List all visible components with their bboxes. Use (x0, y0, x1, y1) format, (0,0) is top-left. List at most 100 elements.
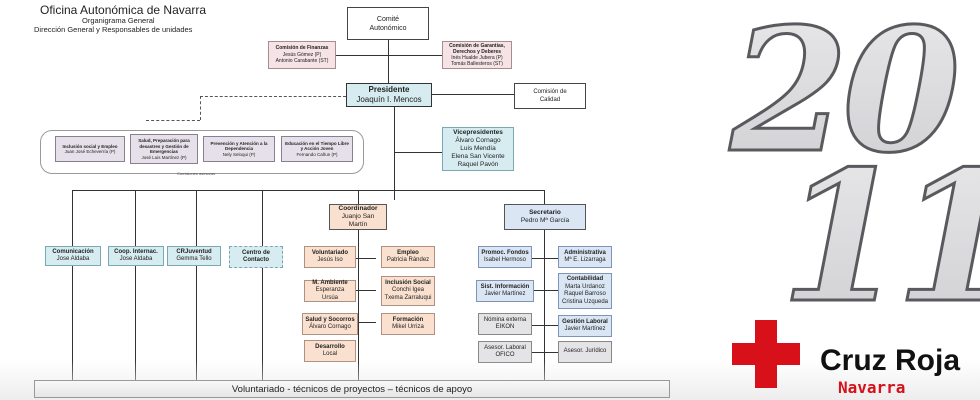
unit-title: Contacto (243, 257, 269, 263)
bottom-staff-bar: Voluntariado - técnicos de proyectos – t… (34, 380, 670, 398)
year-digits-bottom: 11 (780, 132, 980, 343)
connector (262, 190, 263, 380)
area-name: Javier Martínez (484, 291, 526, 297)
area-information-systems: Sist. Información Javier Martínez (476, 280, 534, 302)
vicepresident-name: Luis Mendía (460, 145, 496, 152)
secretary-name: Pedro Mª García (520, 217, 570, 224)
connector (394, 152, 442, 153)
external-payroll-box: Nómina externa EIKON (478, 313, 532, 335)
connector (432, 94, 514, 95)
connector (346, 290, 376, 291)
unit-title: Comunicación (52, 248, 94, 255)
area-title: Gestión Laboral (562, 318, 608, 325)
committee-line-1: Comité (376, 15, 400, 23)
vicepresident-name: Álvaro Cornago (455, 137, 501, 144)
area-name: Mª E. Lizarraga (564, 257, 606, 263)
vicepresident-name: Elena San Vicente (451, 153, 505, 160)
area-title: Formación (392, 316, 424, 323)
area-name: Esperanza Ursúa (315, 287, 345, 301)
area-name: Jesús Iso (317, 257, 343, 263)
area-employment: Empleo Patricia Rández (381, 246, 435, 268)
connector (72, 190, 73, 380)
connector (358, 230, 359, 380)
unit-contact-center: Centro de Contacto (229, 246, 283, 268)
area-accounting: Contabilidad Marta Urdanoz Raquel Barros… (558, 273, 612, 309)
connector (346, 322, 376, 323)
finance-committee-member: Antonio Carabante (ST) (275, 58, 329, 65)
committee-line-2: Autonómico (369, 24, 407, 32)
finance-committee-member: Jesús Gómez (P) (282, 51, 322, 58)
advisory-committee-health: Salud, Preparación para desastres y Gest… (130, 134, 198, 164)
area-name: Conchi Igea (391, 287, 425, 294)
area-title: Salud y Socorros (305, 316, 355, 323)
connector (394, 107, 395, 200)
brand-panel: 20 11 Cruz Roja Navarra (728, 0, 980, 397)
connector (532, 258, 558, 259)
unit-international-cooperation: Coop. Internac. Jose Aldaba (108, 246, 164, 266)
unit-title: CRJuventud (176, 248, 212, 255)
advisory-committee-title: Prevención y Atención a la Dependencia (210, 140, 268, 152)
connector (135, 190, 136, 380)
area-title: Inclusión Social (385, 279, 431, 286)
area-health-rescue: Salud y Socorros Álvaro Cornago (302, 313, 358, 335)
area-title: Contabilidad (566, 276, 604, 282)
guarantees-committee-title: Comisión de Garantías, Derechos y Debere… (449, 43, 505, 55)
area-name: EIKON (495, 324, 515, 330)
area-name: Mikel Urriza (392, 324, 424, 330)
area-title: Sist. Información (480, 283, 530, 290)
committee-box: Comité Autonómico (347, 7, 429, 40)
area-title: M. Ambiente (312, 279, 348, 286)
president-box: Presidente Joaquín I. Mencos (346, 83, 432, 107)
area-title: Voluntariado (311, 249, 349, 256)
unit-youth: CRJuventud Gemma Tello (167, 246, 221, 266)
unit-name: Jose Aldaba (119, 256, 153, 262)
connector (544, 190, 545, 204)
vicepresidents-box: Vicepresidentes Álvaro Cornago Luis Mend… (442, 127, 514, 171)
area-title: Asesor. Jurídico (563, 348, 607, 355)
chart-subtitle: Organigrama General (82, 16, 155, 25)
year-digits-top: 20 (729, 0, 959, 191)
area-local-development: Desarrollo Local (304, 340, 356, 362)
area-title: Administrativa (564, 249, 606, 256)
area-environment: M. Ambiente Esperanza Ursúa (304, 280, 356, 302)
coordinator-name: Juanjo San Martín (341, 213, 375, 228)
coordinator-title: Coordinador (338, 205, 378, 212)
advisory-committee-education: Educación en el Tiempo Libre y Acción Jo… (281, 136, 353, 162)
advisory-committee-title: Salud, Preparación para desastres y Gest… (138, 138, 190, 154)
connector (532, 352, 558, 353)
connector (358, 190, 359, 204)
connector (388, 40, 389, 83)
area-name: Álvaro Cornago (309, 324, 351, 330)
advisory-committee-dependency: Prevención y Atención a la Dependencia N… (203, 136, 275, 162)
quality-committee-box: Comisión de Calidad (514, 83, 586, 109)
advisory-committee-title: Inclusión social y Empleo (62, 143, 118, 149)
advisory-committee-person: Juan José Echeverría (P) (64, 149, 116, 154)
area-name: Cristina Uzqueda (561, 298, 609, 305)
secretary-title: Secretario (529, 209, 561, 216)
brand-name: Cruz Roja (820, 344, 960, 377)
area-name: Javier Martínez (564, 326, 606, 332)
area-name: Txema Zarraluqui (384, 294, 432, 301)
finance-committee-box: Comisión de Finanzas Jesús Gómez (P) Ant… (268, 41, 336, 69)
area-name: Raquel Barroso (564, 291, 606, 297)
area-social-inclusion: Inclusión Social Conchi Igea Txema Zarra… (381, 276, 435, 306)
area-name: Patricia Rández (386, 257, 430, 263)
dashed-connector (200, 96, 201, 120)
advisory-committees-group (40, 130, 364, 174)
brand-region: Navarra (838, 378, 905, 397)
dashed-connector (200, 96, 346, 97)
advisory-committee-person: Fernando Cañun (P) (296, 151, 338, 157)
coordinator-box: Coordinador Juanjo San Martín (329, 204, 387, 230)
vicepresident-name: Raquel Pavón (457, 161, 499, 168)
guarantees-committee-member: Tomás Ballesteros (ST) (451, 61, 503, 67)
president-title: Presidente (368, 85, 410, 94)
area-name: OFICO (495, 352, 515, 358)
area-title: Empleo (397, 249, 419, 256)
unit-title: Coop. Internac. (114, 248, 158, 255)
area-title: Desarrollo (315, 343, 345, 350)
advisory-committees-label: Comisiones asesoras (177, 171, 216, 176)
area-title: Nómina externa (483, 316, 527, 323)
unit-name: Gemma Tello (176, 256, 212, 262)
area-labor-management: Gestión Laboral Javier Martínez (558, 315, 612, 337)
